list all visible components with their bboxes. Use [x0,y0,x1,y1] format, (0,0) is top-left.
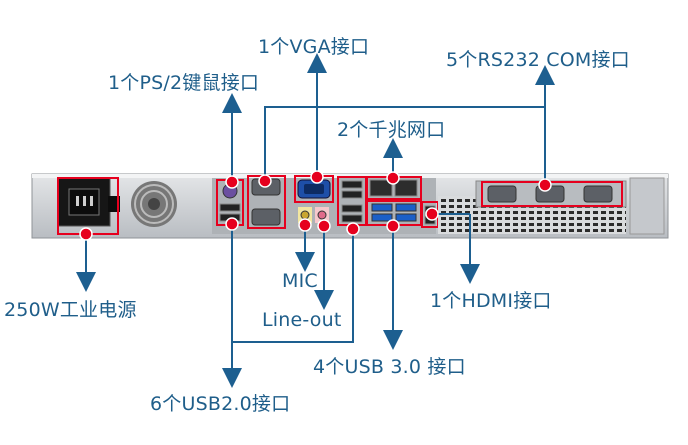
lineout-label: Line-out [262,309,342,331]
usb30-label: 4个USB 3.0 接口 [313,356,466,378]
lan-ports [366,176,422,200]
power-label: 250W工业电源 [4,299,137,321]
ps2-label: 1个PS/2键鼠接口 [108,72,260,94]
mic-label: MIC [282,270,318,292]
audio-jacks [298,207,329,223]
lan-label: 2个千兆网口 [337,119,446,141]
power-supply [57,177,177,235]
rs232-bracket [475,180,627,208]
callout-dots [79,170,552,241]
hdmi-label: 1个HDMI接口 [430,290,552,312]
rs232-label: 5个RS232 COM接口 [446,49,630,71]
leader-lines [76,53,555,388]
usb20-label: 6个USB2.0接口 [150,393,291,415]
vga-label: 1个VGA接口 [258,36,370,58]
